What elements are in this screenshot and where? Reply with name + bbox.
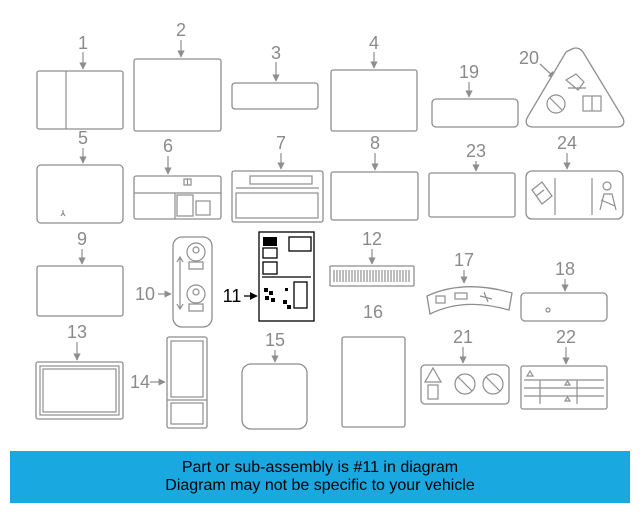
part-18-number: 18 (555, 259, 575, 279)
part-14[interactable]: 14 (130, 336, 208, 429)
info-banner: Part or sub-assembly is #11 in diagram D… (10, 451, 630, 503)
part-14-number: 14 (130, 372, 150, 392)
part-6[interactable]: 6 (133, 136, 222, 220)
part-11-number: 11 (223, 286, 242, 306)
part-21-number: 21 (453, 327, 473, 347)
part-23[interactable]: 23 (428, 141, 516, 218)
part-19[interactable]: 19 (431, 62, 519, 128)
part-5[interactable]: 5 (36, 128, 124, 224)
part-16[interactable]: 16 (341, 302, 406, 428)
part-20[interactable]: 20 (519, 47, 625, 128)
part-2[interactable]: 2 (133, 20, 222, 132)
part-19-number: 19 (459, 62, 479, 82)
part-24-number: 24 (557, 133, 577, 153)
part-8[interactable]: 8 (330, 133, 419, 221)
part-24[interactable]: 24 (525, 133, 624, 220)
part-16-number: 16 (363, 302, 383, 322)
part-12-number: 12 (362, 229, 382, 249)
part-12[interactable]: 12 (329, 229, 415, 287)
part-4[interactable]: 4 (330, 33, 418, 132)
part-8-number: 8 (370, 133, 380, 153)
part-1-number: 1 (78, 33, 88, 53)
part-23-number: 23 (466, 141, 486, 161)
part-5-number: 5 (78, 128, 88, 148)
part-7-number: 7 (276, 133, 286, 153)
part-15-number: 15 (265, 330, 285, 350)
part-6-number: 6 (163, 136, 173, 156)
part-13-number: 13 (67, 322, 87, 342)
part-9-number: 9 (77, 229, 87, 249)
part-1[interactable]: 1 (36, 33, 124, 130)
part-11[interactable]: 11 (223, 231, 315, 322)
part-18[interactable]: 18 (520, 259, 608, 322)
part-22[interactable]: 22 (520, 327, 608, 410)
banner-line-part-info: Part or sub-assembly is #11 in diagram (181, 459, 459, 476)
part-17-number: 17 (454, 250, 474, 270)
banner-line-disclaimer: Diagram may not be specific to your vehi… (165, 477, 475, 494)
part-10-number: 10 (135, 284, 155, 304)
part-4-number: 4 (369, 33, 379, 53)
part-17[interactable]: 17 (426, 250, 513, 315)
part-22-number: 22 (556, 327, 576, 347)
part-9[interactable]: 9 (36, 229, 124, 317)
part-21[interactable]: 21 (420, 327, 510, 405)
part-3-number: 3 (271, 43, 281, 63)
part-13[interactable]: 13 (35, 322, 124, 420)
part-7[interactable]: 7 (231, 133, 324, 223)
part-10[interactable]: 10 (135, 236, 213, 328)
parts-diagram: 1 2 3 4 19 20 5 (35, 20, 625, 430)
part-15[interactable]: 15 (241, 330, 308, 430)
part-3[interactable]: 3 (231, 43, 319, 110)
part-2-number: 2 (176, 20, 186, 40)
part-20-number: 20 (519, 48, 539, 68)
